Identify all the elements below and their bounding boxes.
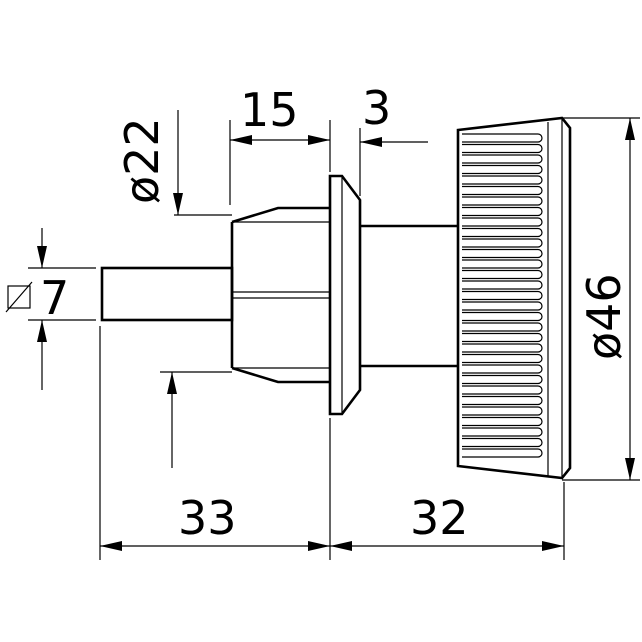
knurl-rib bbox=[462, 406, 543, 416]
knurl-rib bbox=[462, 227, 543, 238]
dimension-hub-length: 15 bbox=[229, 83, 331, 205]
dimension-hub-diameter: ø22 bbox=[115, 110, 232, 468]
dim-label-knob-diameter: ø46 bbox=[577, 273, 631, 360]
knurl-rib bbox=[462, 259, 543, 269]
knurl-rib bbox=[462, 437, 543, 448]
knurl-rib bbox=[462, 206, 543, 217]
flange bbox=[328, 174, 362, 416]
knurl-rib bbox=[462, 217, 543, 227]
square-shaft bbox=[100, 266, 234, 322]
dimension-flange-gap: 3 bbox=[359, 81, 428, 196]
knurl-ribs bbox=[462, 133, 543, 458]
knurl-rib bbox=[462, 332, 543, 343]
dimension-overall-lengths: 33 32 bbox=[99, 326, 565, 560]
knurl-rib bbox=[462, 448, 543, 458]
knurl-rib bbox=[462, 311, 543, 322]
dimension-knob-diameter: ø46 bbox=[562, 117, 640, 481]
dim-label-length-front: 33 bbox=[178, 491, 237, 545]
knurl-rib bbox=[462, 290, 543, 301]
knurl-rib bbox=[462, 154, 543, 164]
knurl-rib bbox=[462, 416, 543, 427]
knurl-rib bbox=[462, 185, 543, 196]
knurl-rib bbox=[462, 374, 543, 385]
knurl-rib bbox=[462, 395, 543, 406]
knurl-rib bbox=[462, 164, 543, 175]
square-symbol-icon bbox=[5, 281, 33, 313]
knurl-rib bbox=[462, 353, 543, 364]
knurl-rib bbox=[462, 364, 543, 374]
knurl-rib bbox=[462, 301, 543, 311]
knurl-rib bbox=[462, 238, 543, 248]
knurl-rib bbox=[462, 269, 543, 280]
sleeve bbox=[360, 224, 458, 368]
knurl-rib bbox=[462, 175, 543, 185]
dimension-shaft-square: 7 bbox=[5, 228, 96, 390]
knurl-rib bbox=[462, 248, 543, 259]
dim-label-flange-gap: 3 bbox=[362, 81, 391, 135]
dim-label-hub-length: 15 bbox=[240, 83, 299, 137]
knurl-rib bbox=[462, 322, 543, 332]
knurled-knob bbox=[456, 116, 572, 480]
dim-label-hub-diameter: ø22 bbox=[115, 117, 169, 204]
hub-body bbox=[230, 206, 330, 384]
knurl-rib bbox=[462, 427, 543, 437]
knurl-rib bbox=[462, 196, 543, 206]
dim-label-length-rear: 32 bbox=[410, 491, 469, 545]
dim-label-shaft-square: 7 bbox=[40, 271, 69, 325]
knurl-rib bbox=[462, 385, 543, 395]
knurl-rib bbox=[462, 133, 543, 143]
knurl-rib bbox=[462, 343, 543, 353]
knurl-rib bbox=[462, 143, 543, 154]
knurl-rib bbox=[462, 280, 543, 290]
